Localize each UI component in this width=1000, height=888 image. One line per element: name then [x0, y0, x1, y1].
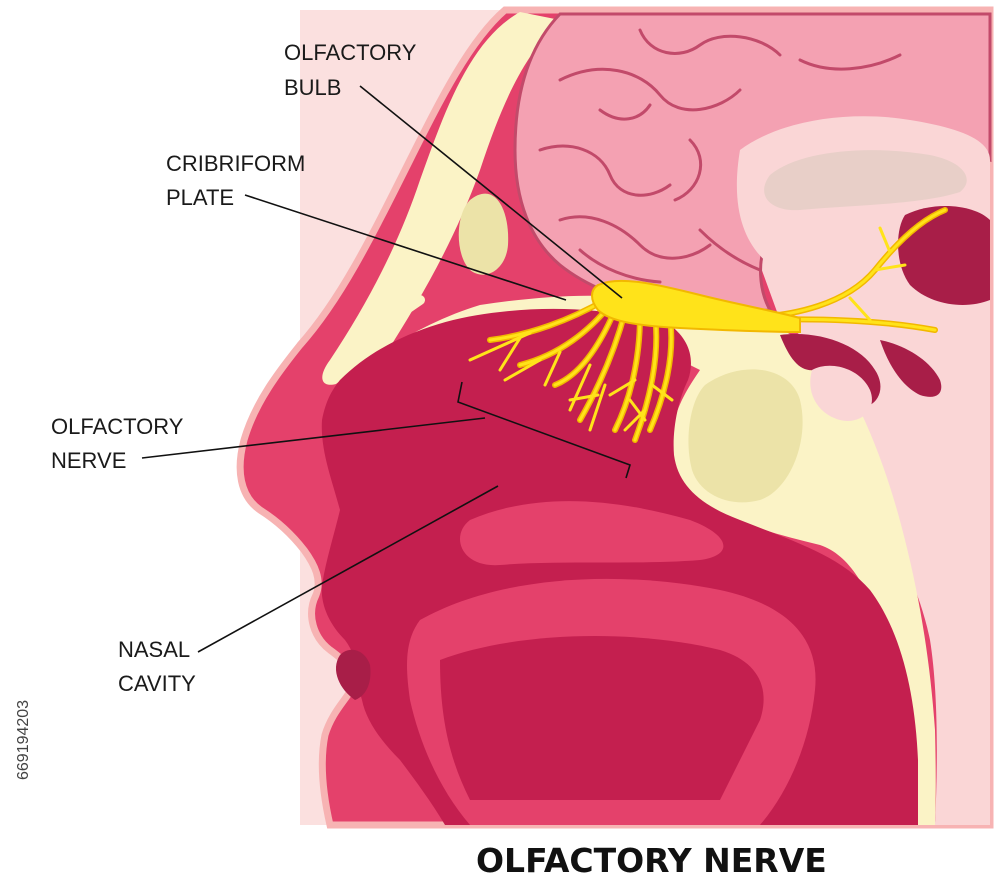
- tongue: [440, 636, 764, 800]
- label-nasal-cavity: NASAL CAVITY: [118, 637, 196, 696]
- label-olfactory-bulb-line2: BULB: [284, 75, 341, 100]
- label-olfactory-bulb-line1: OLFACTORY: [284, 40, 417, 65]
- label-olfactory-nerve: OLFACTORY NERVE: [51, 414, 189, 473]
- label-cribriform-plate-line2: PLATE: [166, 185, 234, 210]
- label-cribriform-plate-line1: CRIBRIFORM: [166, 151, 305, 176]
- frontal-sinus: [459, 194, 508, 275]
- side-code: 669194203: [15, 700, 32, 780]
- label-olfactory-nerve-line1: OLFACTORY: [51, 414, 184, 439]
- label-olfactory-nerve-line2: NERVE: [51, 448, 126, 473]
- label-cribriform-plate: CRIBRIFORM PLATE: [166, 151, 311, 210]
- label-nasal-cavity-line2: CAVITY: [118, 671, 196, 696]
- diagram-title: OLFACTORY NERVE: [476, 841, 827, 880]
- label-nasal-cavity-line1: NASAL: [118, 637, 190, 662]
